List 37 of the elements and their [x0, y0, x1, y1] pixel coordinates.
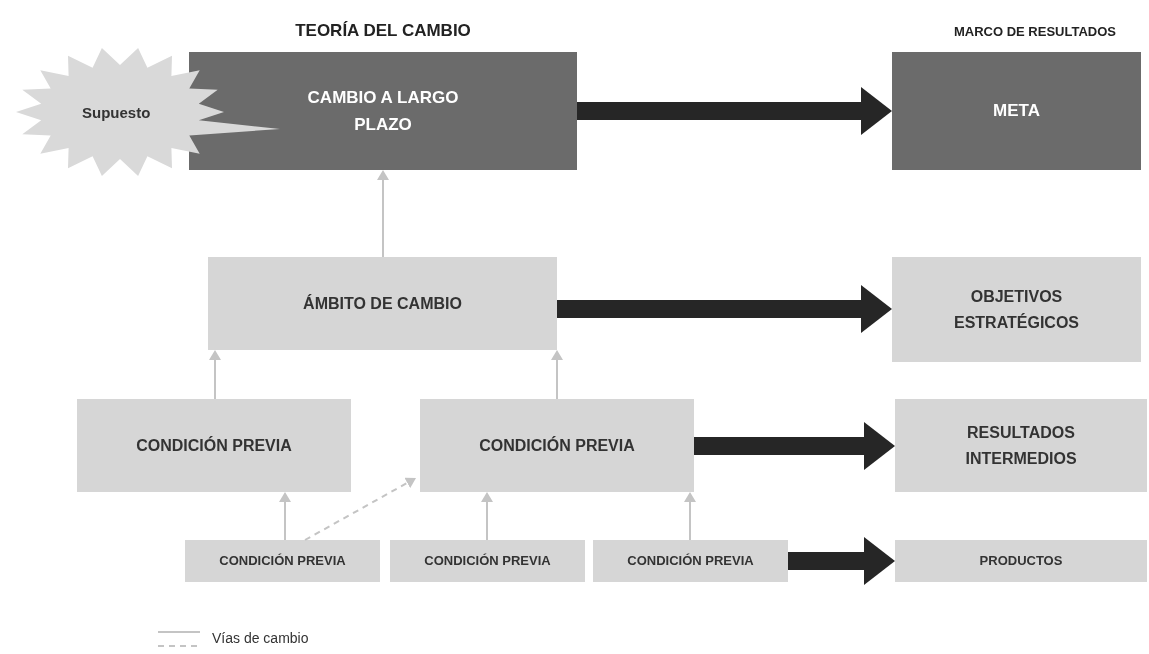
legend-label: Vías de cambio	[212, 629, 309, 648]
box-label: CONDICIÓN PREVIA	[219, 551, 346, 570]
thick-arrow	[557, 285, 892, 333]
condition-box	[895, 540, 1147, 582]
dashed-pathway-arrow	[304, 477, 416, 541]
box-label: CAMBIO A LARGO PLAZO	[306, 86, 460, 136]
condition-box	[185, 540, 380, 582]
condition-box	[77, 399, 351, 492]
pathway-arrow	[279, 492, 291, 541]
box-label: ÁMBITO DE CAMBIO	[303, 293, 462, 314]
pathway-arrow	[551, 350, 563, 400]
box-label: CONDICIÓN PREVIA	[479, 435, 635, 456]
box-label: PRODUCTOS	[979, 551, 1063, 570]
condition-box	[208, 257, 557, 350]
pathway-arrow	[684, 492, 696, 541]
thick-arrow	[577, 87, 892, 135]
box-label: OBJETIVOS ESTRATÉGICOS	[952, 286, 1080, 333]
box-label: CONDICIÓN PREVIA	[136, 435, 292, 456]
box-label: META	[993, 100, 1040, 123]
pathway-arrow	[377, 170, 389, 258]
box-label: RESULTADOS INTERMEDIOS	[964, 422, 1078, 469]
condition-box	[892, 257, 1141, 362]
column-heading: TEORÍA DEL CAMBIO	[295, 20, 471, 42]
outcome-box	[189, 52, 577, 170]
condition-box	[593, 540, 788, 582]
thick-arrow	[788, 537, 895, 585]
thick-arrow	[694, 422, 895, 470]
box-label: CONDICIÓN PREVIA	[627, 551, 754, 570]
pathway-arrow	[209, 350, 221, 400]
condition-box	[420, 399, 694, 492]
assumption-label: Supuesto	[82, 103, 151, 123]
box-label: CONDICIÓN PREVIA	[424, 551, 551, 570]
condition-box	[895, 399, 1147, 492]
outcome-box	[892, 52, 1141, 170]
pathway-arrow	[481, 492, 493, 541]
condition-box	[390, 540, 585, 582]
column-heading: MARCO DE RESULTADOS	[954, 23, 1116, 41]
